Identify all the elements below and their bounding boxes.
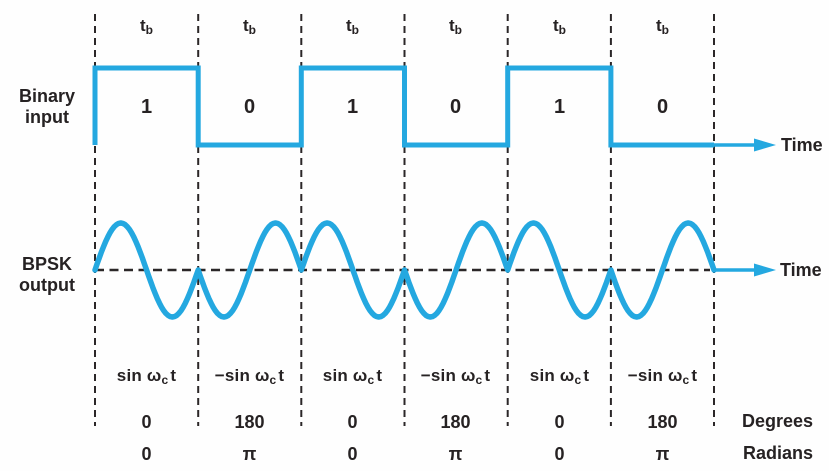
phase-degrees: 0: [347, 412, 358, 432]
phase-degrees-row: 0 180 0 180 0 180: [0, 409, 829, 435]
binary-input-waveform: [92, 65, 714, 148]
time-label-bottom: Time: [780, 260, 822, 280]
phase-radians: π: [242, 444, 257, 464]
time-arrow-top-head: [754, 138, 776, 152]
phase-radians: 0: [347, 444, 358, 464]
phase-degrees: 180: [647, 412, 678, 432]
bit-value: 1: [346, 96, 359, 118]
bit-interval-row: tb tb tb tb tb tb: [0, 13, 829, 39]
bit-value: 0: [449, 96, 462, 118]
binary-input-label: Binary input: [18, 86, 76, 127]
bit-interval-label: tb: [655, 16, 669, 37]
binary-bit-row: 1 0 1 0 1 0: [0, 94, 829, 120]
bit-value: 1: [553, 96, 566, 118]
bit-value: 1: [140, 96, 153, 118]
phase-degrees: 180: [234, 412, 265, 432]
time-label-top: Time: [781, 135, 823, 155]
bit-interval-label: tb: [139, 16, 153, 37]
bit-interval-label: tb: [448, 16, 462, 37]
bit-interval-label: tb: [552, 16, 566, 37]
radians-caption: Radians: [743, 443, 814, 463]
bpsk-output-label: BPSK output: [19, 254, 75, 295]
phase-radians: 0: [554, 444, 565, 464]
bit-value: 0: [243, 96, 256, 118]
phase-radians: π: [655, 444, 670, 464]
phase-radians: π: [448, 444, 463, 464]
phase-degrees: 0: [141, 412, 152, 432]
bpsk-output-waveform: [92, 220, 717, 320]
phase-degrees: 180: [440, 412, 471, 432]
phase-radians: 0: [141, 444, 152, 464]
bit-interval-label: tb: [242, 16, 256, 37]
bit-value: 0: [656, 96, 669, 118]
bit-interval-label: tb: [345, 16, 359, 37]
phase-radians-row: 0 π 0 π 0 π: [0, 441, 829, 467]
time-arrow-bottom-head: [754, 263, 776, 277]
phase-degrees: 0: [554, 412, 565, 432]
degrees-caption: Degrees: [742, 411, 814, 431]
